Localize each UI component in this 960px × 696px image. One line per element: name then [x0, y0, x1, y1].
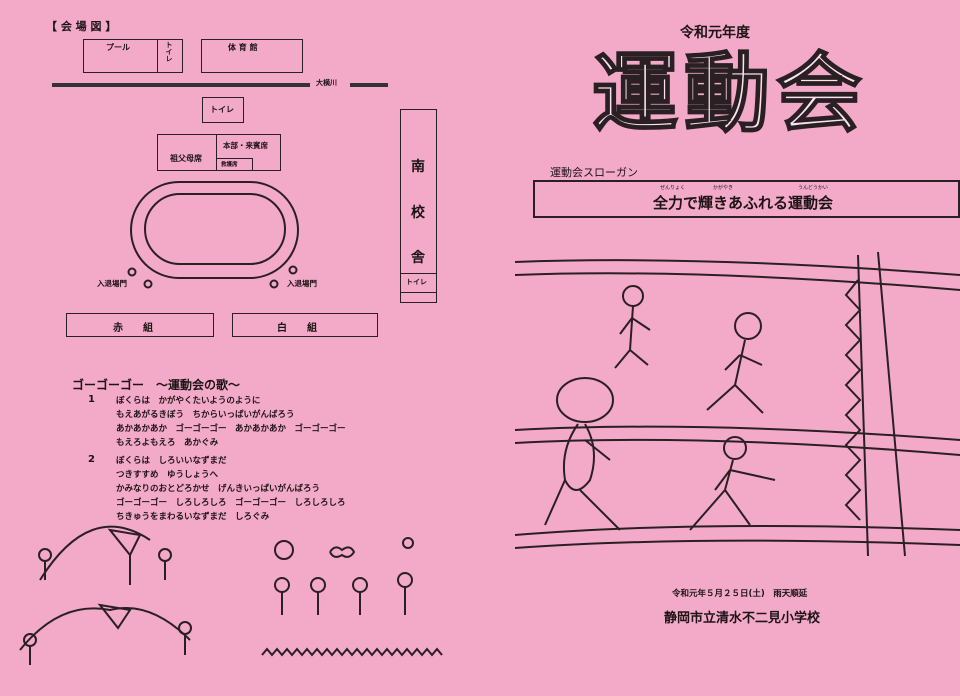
- slogan-text: 全力で輝きあふれる運動会: [653, 194, 834, 212]
- south-building-char-3: 舎: [411, 250, 425, 266]
- south-building: 南 校 舎 トイレ: [400, 109, 437, 303]
- toilet-area: トイレ: [202, 97, 244, 123]
- gate-left-label: 入退場門: [97, 279, 127, 288]
- gate-right-label: 入退場門: [287, 279, 317, 288]
- lyric-line: ちきゅうをまわるいなずまだ しろぐみ: [116, 512, 270, 522]
- hq-label: 本部・来賓席: [223, 141, 268, 150]
- cover-title: 運動会: [591, 43, 868, 145]
- slogan-label: 運動会スローガン: [550, 166, 638, 179]
- white-team-label: 白 組: [277, 323, 317, 334]
- pool-label: プール: [106, 43, 130, 52]
- first-aid-seats: 救護席: [216, 158, 253, 171]
- lyric-line: かみなりのおとどろかせ げんきいっぱいがんばろう: [116, 484, 321, 494]
- slogan-ruby-1: ぜんりょく: [660, 185, 686, 191]
- lyric-line: つきすすめ ゆうしょうへ: [116, 470, 219, 480]
- river-line-2: [350, 83, 388, 87]
- white-team-area: 白 組: [232, 313, 378, 337]
- lyric-line: ぼくらは かがやくたいようのように: [116, 396, 261, 406]
- lyric-line: あかあかあか ゴーゴーゴー あかあかあか ゴーゴーゴー: [116, 424, 346, 434]
- pool-toilet-label: トイレ: [165, 41, 173, 62]
- south-toilet-label: トイレ: [406, 278, 427, 286]
- pool-toilet: トイレ: [157, 39, 183, 73]
- gym-area: 体 育 館: [201, 39, 303, 73]
- verse-2: 2 ぼくらは しろいいなずまだ つきすすめ ゆうしょうへ かみなりのおとどろかせ…: [88, 454, 346, 524]
- lyric-line: ぼくらは しろいいなずまだ: [116, 456, 227, 466]
- south-toilet: トイレ: [401, 273, 436, 293]
- verse-number: 1: [88, 394, 95, 405]
- event-date: 令和元年５月２５日(土) 雨天順延: [672, 589, 808, 599]
- slogan-box: ぜんりょく かがやき うんどうかい 全力で輝きあふれる運動会: [533, 180, 960, 218]
- track-inner: [144, 193, 286, 265]
- school-name: 静岡市立清水不二見小学校: [664, 611, 821, 626]
- verse-number: 2: [88, 454, 95, 465]
- track-outer: [130, 181, 299, 279]
- cover-year: 令和元年度: [680, 25, 750, 41]
- first-aid-label: 救護席: [221, 162, 238, 168]
- map-heading: 【 会 場 図 】: [46, 20, 117, 33]
- south-building-char-1: 南: [411, 159, 425, 175]
- verse-1: 1 ぼくらは かがやくたいようのように もえあがるきぼう ちからいっぱいがんばろ…: [88, 394, 346, 450]
- red-team-label: 赤 組: [113, 323, 153, 334]
- red-team-area: 赤 組: [66, 313, 214, 337]
- river-line: [52, 83, 310, 87]
- song-title: ゴーゴーゴー ～運動会の歌～: [72, 378, 241, 392]
- lyric-line: ゴーゴーゴー しろしろしろ ゴーゴーゴー しろしろしろ: [116, 498, 346, 508]
- gym-label: 体 育 館: [228, 43, 258, 52]
- slogan-ruby-3: うんどうかい: [798, 185, 828, 191]
- lyric-line: もえあがるきぼう ちからいっぱいがんばろう: [116, 410, 295, 420]
- toilet-label: トイレ: [210, 105, 234, 114]
- grandparents-label: 祖父母席: [170, 154, 202, 163]
- river-label: 大横川: [316, 79, 337, 87]
- south-building-char-2: 校: [411, 205, 425, 221]
- slogan-ruby-2: かがやき: [713, 185, 734, 191]
- lyric-line: もえろよもえろ あかぐみ: [116, 438, 219, 448]
